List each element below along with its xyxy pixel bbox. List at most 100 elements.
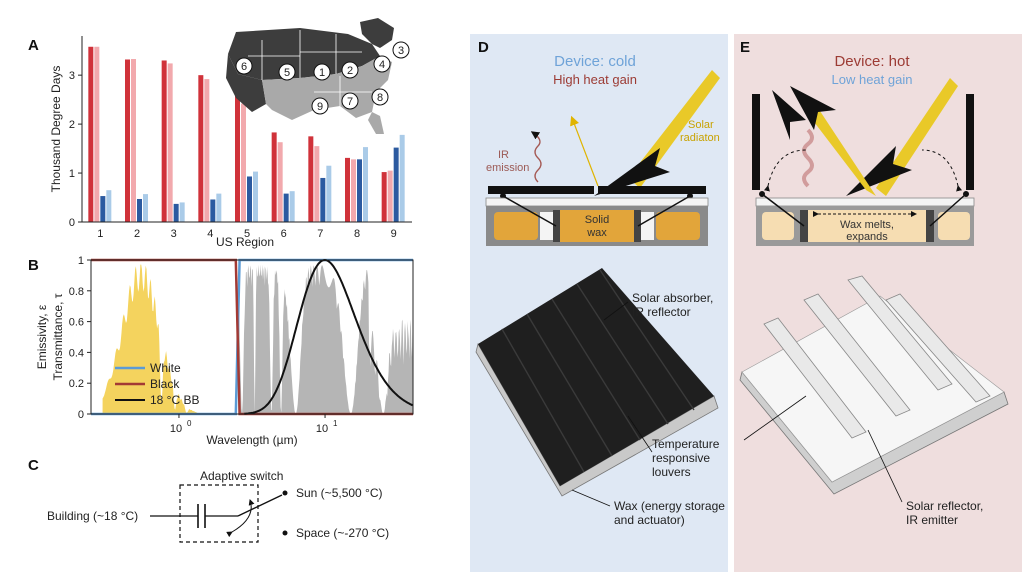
y-tick-group: 00.20.40.60.81	[69, 255, 91, 421]
slat-line-1	[501, 328, 585, 473]
x-tick-label: 10	[316, 423, 328, 435]
linkage-right	[929, 193, 967, 227]
solar-label-1: Solar	[688, 119, 714, 131]
wax-label-1: Wax melts,	[840, 219, 894, 231]
bar-series-2-region-7	[320, 177, 326, 222]
x-tick-label: 4	[207, 228, 213, 240]
cold-device-photo	[475, 268, 719, 497]
x-tick-exponent: 0	[187, 419, 192, 428]
callout-line-1	[603, 301, 629, 321]
x-tick-label: 5	[244, 228, 250, 240]
bar-series-2-region-1	[100, 196, 106, 222]
bar-series-2-region-6	[283, 193, 289, 222]
wax-label-1: Solid	[585, 214, 609, 226]
map-region-label: 3	[398, 45, 404, 57]
ir-label-2: emission	[486, 162, 529, 174]
y-tick-label: 0	[78, 409, 84, 421]
bar-series-1-region-6	[277, 142, 283, 222]
linkage-left	[502, 195, 557, 227]
map-region-marker	[311, 97, 329, 115]
bar-series-2-region-5	[247, 176, 252, 222]
map-region-marker	[341, 61, 359, 79]
atmospheric-window-area	[238, 264, 413, 414]
bar-series-2-region-8	[357, 159, 362, 222]
map-region-label: 4	[379, 59, 385, 71]
bar-series-0-region-3	[161, 60, 167, 223]
ir-arrow-head	[772, 90, 806, 140]
piston-right	[634, 210, 641, 242]
legend-label-black: Black	[150, 377, 180, 391]
hot-subtitle: Low heat gain	[832, 72, 913, 87]
x-tick-label: 1	[97, 228, 103, 240]
bar-series-2-region-4	[210, 199, 216, 222]
y-tick-label: 0.4	[69, 347, 84, 359]
sun-label: Sun (~5,500 °C)	[296, 486, 383, 500]
wax-cell-left	[494, 212, 538, 240]
bar-series-2-region-9	[393, 147, 399, 222]
bar-series-3-region-3	[179, 202, 185, 222]
panel-e-hot-device: E Device: hot Low heat gain Wax melts, e…	[734, 34, 1022, 572]
ir-emission-wave	[530, 131, 542, 183]
x-tick-label: 7	[317, 228, 323, 240]
solar-beam-head	[594, 148, 670, 196]
y-axis-label-2: Transmittance, τ	[51, 293, 65, 380]
x-axis-label: Wavelength (µm)	[206, 433, 297, 447]
map-region-label: 7	[347, 96, 353, 108]
switch-box	[179, 484, 259, 543]
map-region-marker	[373, 55, 391, 73]
callout-line-reflector	[867, 429, 903, 503]
panel-label-e: E	[740, 39, 750, 56]
bar-series-1-region-7	[314, 146, 320, 222]
wax-label-2: expands	[846, 231, 888, 243]
callout-reflector-1: Solar reflector,	[906, 499, 983, 513]
switch-swing-arrow	[226, 499, 255, 538]
bar-series-3-region-4	[216, 193, 222, 222]
map-region-label: 5	[284, 67, 290, 79]
louver-panel-2	[803, 293, 911, 417]
bar-series-3-region-5	[253, 171, 258, 222]
air-gap-1	[540, 212, 554, 240]
bar-series-2-region-2	[137, 198, 142, 222]
bar-series-1-region-2	[131, 59, 136, 222]
reflected-ray	[570, 115, 599, 187]
map-region-west	[226, 54, 266, 112]
x-tick-label: 9	[391, 228, 397, 240]
bar-series-2-region-3	[173, 203, 179, 222]
callout-reflector-2: IR emitter	[906, 513, 958, 527]
bar-series-0-region-2	[125, 59, 130, 222]
map-region-label: 6	[241, 61, 247, 73]
louver-panel-3	[847, 275, 953, 391]
wax-label-2: wax	[586, 227, 607, 239]
x-tick-label: 3	[171, 228, 177, 240]
callout-absorber-2: IR reflector	[632, 305, 691, 319]
bar-series-3-region-8	[363, 147, 368, 222]
map-region-northeast	[360, 18, 394, 48]
cold-title: Device: cold	[554, 53, 636, 70]
y-tick-label: 1	[69, 168, 75, 180]
piston-left	[553, 210, 560, 242]
x-tick-exponent: 1	[333, 419, 338, 428]
wax-cell-right	[938, 212, 970, 240]
y-tick-label: 0.6	[69, 317, 84, 329]
callout-absorber-1: Solar absorber,	[632, 291, 713, 305]
bar-series-1-region-3	[167, 63, 173, 223]
bar-series-1-region-1	[94, 46, 100, 223]
bar-series-0-region-5	[235, 90, 240, 223]
solar-beam-head-out	[790, 86, 836, 130]
bar-series-0-region-9	[381, 172, 387, 222]
bar-series-0-region-6	[271, 132, 277, 222]
wax-cell-right	[656, 212, 700, 240]
map-region-label: 1	[319, 67, 325, 79]
wax-cell-center	[560, 210, 634, 242]
slat-line-5	[599, 269, 695, 411]
slat-line-2	[526, 313, 613, 457]
panel-c-circuit: C Adaptive switch Building (~18 °C) Sun …	[28, 457, 389, 543]
map-region-florida	[368, 112, 384, 134]
hot-title: Device: hot	[834, 53, 910, 70]
